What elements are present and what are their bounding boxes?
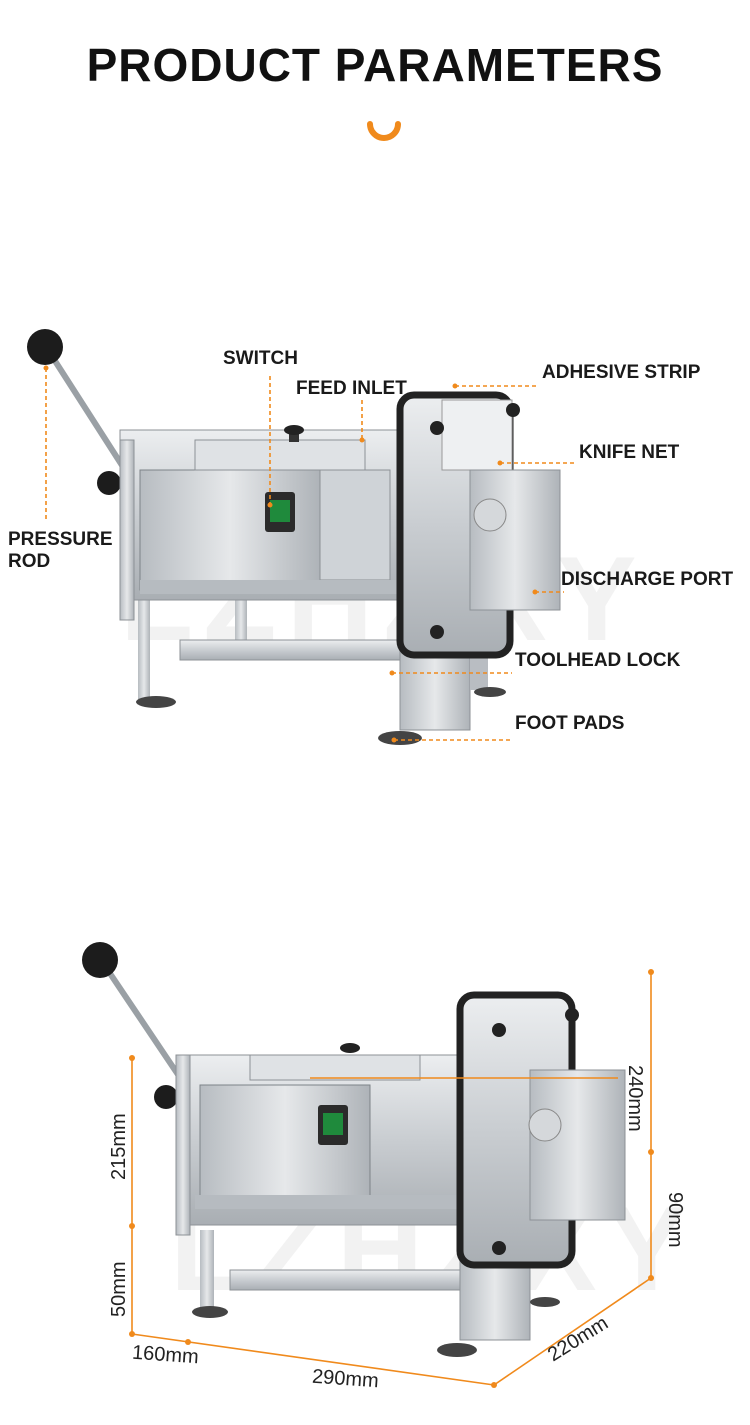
page-title: PRODUCT PARAMETERS bbox=[86, 39, 664, 91]
label-foot-pads: FOOT PADS bbox=[515, 713, 625, 734]
dimension-panel: LZHZXY bbox=[0, 930, 750, 1420]
machine-illustration-labeled: LZHZXY bbox=[27, 329, 637, 745]
title-ornament-icon bbox=[367, 121, 401, 141]
label-switch: SWITCH bbox=[223, 348, 298, 369]
label-knife-net: KNIFE NET bbox=[579, 442, 680, 463]
machine-illustration-dimensions: LZHZXY bbox=[82, 942, 687, 1388]
dim-depth-short: 160mm bbox=[131, 1341, 200, 1369]
dim-height-bottom: 90mm bbox=[664, 1192, 686, 1248]
label-pressure-rod-line1: PRESSURE bbox=[8, 529, 113, 550]
label-feed-inlet: FEED INLET bbox=[296, 378, 407, 399]
dim-width: 290mm bbox=[311, 1365, 380, 1393]
label-adhesive-strip: ADHESIVE STRIP bbox=[542, 362, 701, 383]
label-toolhead-lock: TOOLHEAD LOCK bbox=[515, 650, 681, 671]
labeled-product-panel: LZHZXY bbox=[0, 300, 750, 820]
label-pressure-rod-line2: ROD bbox=[8, 551, 51, 572]
dim-height-top: 240mm bbox=[624, 1065, 646, 1132]
dim-left-lower: 50mm bbox=[108, 1261, 130, 1317]
dim-left-upper: 215mm bbox=[108, 1113, 130, 1180]
label-discharge-port: DISCHARGE PORT bbox=[561, 569, 734, 590]
